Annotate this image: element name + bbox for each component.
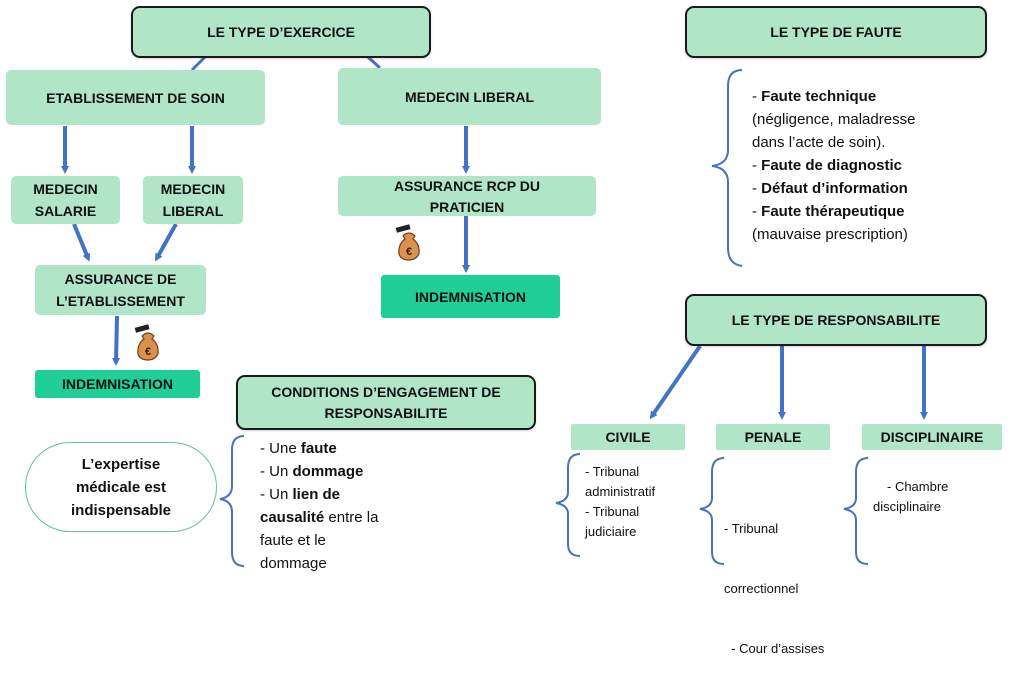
list-item: - Chambre — [887, 479, 949, 494]
responsabilite-civile: CIVILE — [571, 424, 685, 450]
condition-faute: - Une faute — [260, 440, 337, 457]
indemnisation-left: INDEMNISATION — [35, 370, 200, 398]
medecin-liberal-etab: MEDECIN LIBERAL — [143, 176, 243, 224]
list-item: - Tribunal — [585, 464, 640, 479]
arrow-salarie-assurance — [72, 223, 91, 262]
faute-diagnostic: - Faute de diagnostic — [752, 157, 903, 174]
title-type-faute: LE TYPE DE FAUTE — [685, 6, 987, 58]
list-item: judiciaire — [585, 524, 637, 539]
list-item: - Cour d’assises — [724, 641, 825, 656]
faute-technique-detail-1: (négligence, maladresse — [752, 111, 916, 128]
etablissement-de-soin: ETABLISSEMENT DE SOIN — [6, 70, 265, 125]
disciplinaire-list: - Chambre disciplinaire — [873, 477, 948, 517]
condition-dommage: - Un dommage — [260, 463, 364, 480]
faute-technique-detail-2: dans l’acte de soin). — [752, 134, 886, 151]
list-item: - Tribunal — [724, 521, 779, 536]
assurance-rcp-praticien: ASSURANCE RCP DU PRATICIEN — [338, 176, 596, 216]
brace-conditions — [219, 435, 245, 567]
arrow-assurance-indemnisation — [112, 315, 121, 366]
title-conditions-engagement: CONDITIONS D’ENGAGEMENT DE RESPONSABILIT… — [236, 375, 536, 430]
arrow-liberal-assurance — [155, 223, 178, 262]
indemnisation-right: INDEMNISATION — [381, 275, 560, 318]
list-item: - Tribunal — [585, 504, 640, 519]
medecin-salarie: MEDECIN SALARIE — [11, 176, 120, 224]
brace-faute — [711, 69, 743, 267]
medecin-liberal-header: MEDECIN LIBERAL — [338, 68, 601, 125]
link-exercice-liberal — [366, 55, 382, 70]
list-item: correctionnel — [724, 581, 799, 596]
arrow-resp-civile — [649, 344, 702, 420]
civile-list: - Tribunal administratif - Tribunal judi… — [585, 462, 655, 542]
brace-penale — [699, 457, 725, 565]
link-exercice-etablissement — [190, 55, 207, 72]
title-type-exercice: LE TYPE D’EXERCICE — [131, 6, 431, 58]
svg-text:€: € — [406, 246, 412, 258]
penale-list: - Tribunal correctionnel - Cour d’assise… — [724, 479, 824, 679]
list-item: administratif — [585, 484, 656, 499]
title-type-responsabilite: LE TYPE DE RESPONSABILITE — [685, 294, 987, 346]
brace-civile — [555, 453, 581, 557]
faute-list: - Faute technique (négligence, maladress… — [752, 85, 992, 246]
conditions-list: - Une faute - Un dommage - Un lien de ca… — [260, 437, 420, 575]
expertise-ellipse: L’expertise médicale est indispensable — [25, 442, 217, 532]
responsabilite-disciplinaire: DISCIPLINAIRE — [862, 424, 1002, 450]
faute-therapeutique-detail: (mauvaise prescription) — [752, 226, 908, 243]
connectors-layer — [61, 55, 928, 567]
responsabilite-penale: PENALE — [716, 424, 830, 450]
svg-text:€: € — [145, 346, 151, 358]
faute-technique: - Faute technique — [752, 88, 877, 105]
money-bag-euro-icon: € — [395, 224, 420, 261]
money-bag-euro-icon: € — [134, 324, 159, 361]
faute-therapeutique: - Faute thérapeutique — [752, 203, 905, 220]
assurance-etablissement: ASSURANCE DE L’ETABLISSEMENT — [35, 265, 206, 315]
list-item: disciplinaire — [873, 499, 941, 514]
condition-lien-causalite: - Un lien de causalité entre la faute et… — [260, 486, 379, 572]
defaut-information: - Défaut d’information — [752, 180, 908, 197]
brace-disciplinaire — [843, 457, 869, 565]
